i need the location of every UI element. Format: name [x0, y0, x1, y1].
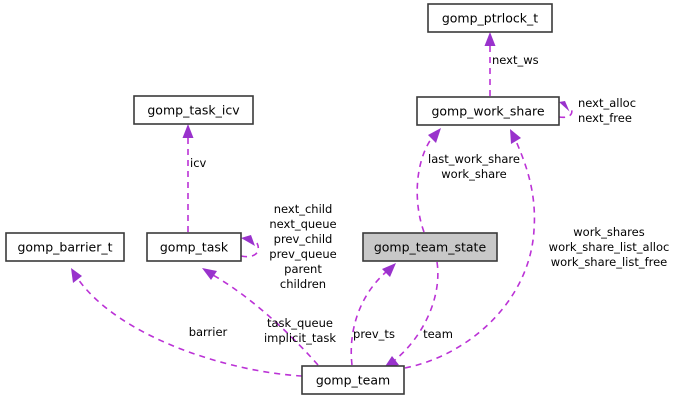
edge-prev-ts: prev_ts — [350, 263, 396, 366]
edge-line — [558, 105, 573, 119]
node-gomp-work-share[interactable]: gomp_work_share — [416, 96, 560, 126]
arrow-head-icon — [382, 263, 396, 277]
edge-label-next-queue: next_queue — [269, 217, 336, 231]
edge-next-alloc-free: next_alloc next_free — [558, 96, 636, 125]
edge-label-next-child: next_child — [274, 202, 333, 216]
node-gomp-task-icv[interactable]: gomp_task_icv — [133, 95, 254, 125]
edge-label-task-queue: task_queue — [267, 316, 333, 330]
edge-label-work-share: work_share — [441, 167, 506, 181]
edge-label-next-alloc: next_alloc — [578, 96, 636, 110]
edge-label-parent: parent — [284, 262, 322, 276]
edge-label-implicit-task: implicit_task — [264, 331, 336, 345]
arrow-head-icon — [71, 268, 82, 283]
edge-work-shares: work_shares work_share_list_alloc work_s… — [404, 129, 670, 369]
edge-label-prev-ts: prev_ts — [353, 327, 395, 341]
edge-label-team: team — [423, 327, 453, 341]
edge-line — [212, 274, 319, 366]
arrow-head-icon — [428, 128, 441, 143]
edge-barrier: barrier — [71, 268, 303, 377]
edge-last-work-share: last_work_share work_share — [416, 128, 520, 233]
edge-line — [394, 261, 439, 361]
edge-task-self-loop: next_child next_queue prev_child prev_qu… — [240, 202, 337, 291]
node-box[interactable] — [301, 365, 405, 395]
node-box[interactable] — [427, 3, 553, 33]
edge-label-next-ws: next_ws — [492, 53, 539, 67]
edge-label-prev-queue: prev_queue — [269, 247, 336, 261]
edge-line — [240, 242, 260, 258]
node-gomp-team[interactable]: gomp_team — [301, 365, 405, 395]
node-gomp-ptrlock-t[interactable]: gomp_ptrlock_t — [427, 3, 553, 33]
node-label: gomp_barrier_t — [17, 240, 112, 255]
node-label: gomp_team — [316, 373, 390, 388]
arrow-head-icon — [484, 32, 496, 46]
edge-task-queue: task_queue implicit_task — [202, 268, 336, 366]
arrow-head-icon — [241, 235, 255, 246]
node-gomp-task[interactable]: gomp_task — [146, 232, 242, 262]
edge-icv: icv — [182, 124, 207, 232]
edge-label-children: children — [280, 277, 326, 291]
node-box[interactable] — [416, 96, 560, 126]
node-box[interactable] — [146, 232, 242, 262]
arrow-head-icon — [384, 356, 399, 368]
node-label: gomp_ptrlock_t — [442, 11, 538, 26]
node-label: gomp_team_state — [374, 240, 487, 255]
edge-label-work-shares: work_shares — [573, 225, 644, 239]
edge-label-ws-list-alloc: work_share_list_alloc — [549, 240, 670, 254]
node-box[interactable] — [133, 95, 254, 125]
node-box[interactable] — [362, 232, 498, 262]
arrow-head-icon — [202, 268, 217, 280]
edge-label-icv: icv — [190, 156, 207, 170]
node-gomp-barrier-t[interactable]: gomp_barrier_t — [5, 232, 125, 262]
edge-label-barrier: barrier — [189, 325, 228, 339]
arrow-head-icon — [559, 101, 570, 112]
edge-line — [404, 140, 536, 369]
node-label: gomp_task — [160, 240, 229, 255]
arrow-head-icon — [182, 124, 194, 138]
edge-label-prev-child: prev_child — [274, 232, 333, 246]
node-box[interactable] — [5, 232, 125, 262]
edge-line — [350, 271, 387, 366]
node-gomp-team-state[interactable]: gomp_team_state — [362, 232, 498, 262]
edge-next-ws: next_ws — [484, 32, 539, 96]
edge-label-ws-list-free: work_share_list_free — [551, 255, 668, 269]
edge-line — [77, 278, 303, 377]
edge-label-next-free: next_free — [578, 111, 632, 125]
edge-line — [416, 138, 432, 233]
edge-team: team — [384, 261, 453, 368]
node-label: gomp_work_share — [431, 104, 544, 119]
edge-label-last-work-share: last_work_share — [428, 152, 520, 166]
arrow-head-icon — [510, 129, 521, 144]
node-label: gomp_task_icv — [147, 103, 240, 118]
